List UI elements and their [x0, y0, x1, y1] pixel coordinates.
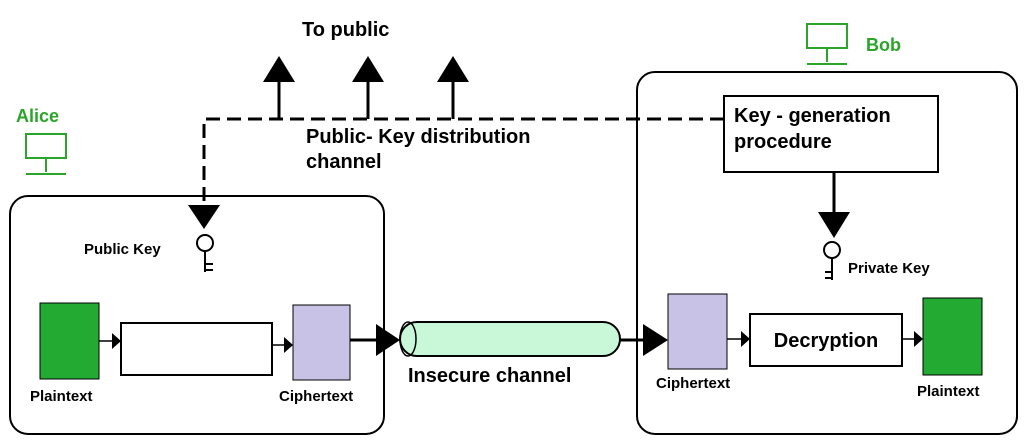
alice-ciphertext-label: Ciphertext — [279, 388, 353, 405]
key-icon — [196, 234, 214, 272]
decryption-box — [749, 313, 903, 367]
computer-icon — [25, 133, 67, 175]
public-key-distribution-label: Public- Key distribution — [306, 126, 530, 148]
arrow-right-icon — [643, 324, 668, 356]
arrow-right-icon — [914, 331, 923, 347]
encryption-box — [120, 322, 273, 376]
decryption-label: Decryption — [774, 330, 878, 352]
alice-plaintext-block — [39, 302, 100, 380]
arrow-up-icon — [263, 56, 295, 119]
alice-name: Alice — [16, 106, 59, 126]
bob-plaintext-block — [922, 297, 983, 376]
arrow-right-icon — [376, 324, 400, 356]
alice-plaintext-label: Plaintext — [30, 388, 93, 405]
arrow-right-icon — [741, 331, 750, 347]
alice-ciphertext-block — [292, 304, 351, 381]
arrow-right-icon — [284, 337, 293, 353]
public-key-distribution-label-2: channel — [306, 151, 382, 173]
bob-plaintext-label: Plaintext — [917, 383, 980, 400]
bob-ciphertext-block — [667, 293, 728, 370]
alice-box — [9, 195, 385, 435]
arrow-up-icon — [437, 56, 469, 119]
key-generation-box — [723, 95, 939, 173]
key-generation-label-2: procedure — [734, 131, 832, 153]
key-icon — [823, 241, 841, 280]
bob-box — [636, 71, 1018, 435]
to-public-label: To public — [302, 19, 389, 41]
insecure-channel-pipe — [399, 321, 621, 357]
arrow-down-icon — [818, 212, 850, 238]
arrow-up-icon — [352, 56, 384, 119]
insecure-channel-label: Insecure channel — [408, 365, 571, 387]
public-key-distribution-channel — [188, 117, 724, 229]
bob-name: Bob — [866, 35, 901, 55]
key-generation-label: Key - generation — [734, 105, 891, 127]
arrow-right-icon — [112, 333, 121, 349]
private-key-label: Private Key — [848, 260, 930, 277]
computer-icon — [806, 23, 848, 65]
public-key-label: Public Key — [84, 241, 161, 258]
bob-ciphertext-label: Ciphertext — [656, 375, 730, 392]
